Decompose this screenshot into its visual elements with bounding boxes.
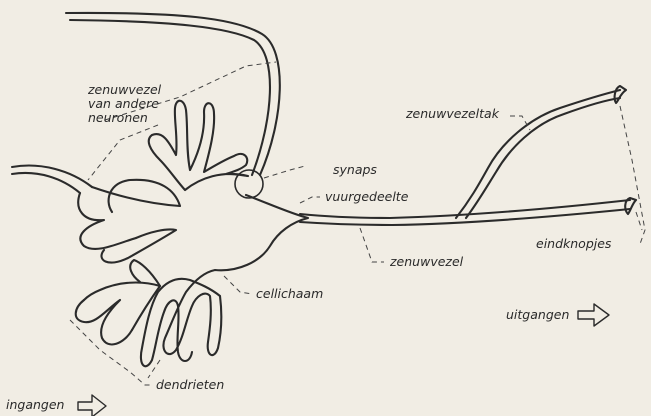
label-firing-zone: vuurgedeelte [325,189,409,204]
inputs-arrow [78,395,106,416]
label-inputs: ingangen [6,397,65,412]
synapse-circle [235,170,263,198]
dendrites-left [76,180,180,345]
label-outputs: uitgangen [506,307,569,322]
end-knob-top [615,86,626,103]
label-dendrites: dendrieten [156,377,224,392]
incoming-fiber-left [12,166,92,193]
label-end-knobs: eindknopjes [536,236,612,251]
label-incoming-fiber-2: van andere [88,96,159,111]
label-incoming-fiber-3: neuronen [88,110,148,125]
label-synapse: synaps [333,162,377,177]
label-axon: zenuwvezel [389,254,464,269]
outputs-arrow [578,304,609,326]
label-incoming-fiber-1: zenuwvezel [87,82,162,97]
label-cell-body: cellichaam [256,286,323,301]
cell-body-outline [141,101,308,367]
label-axon-branch: zenuwvezeltak [405,106,500,121]
